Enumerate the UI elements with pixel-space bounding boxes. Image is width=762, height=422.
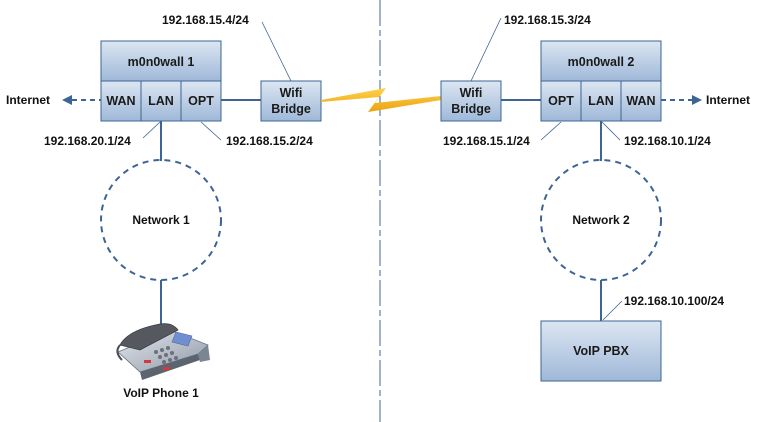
leader-wifi-bridge-2 xyxy=(470,17,502,82)
network-2-label: Network 2 xyxy=(572,213,630,227)
port-wan-1[interactable] xyxy=(100,80,142,122)
leader-lan-ip-2 xyxy=(601,121,621,141)
wifi-bridge-2-ip: 192.168.15.3/24 xyxy=(504,13,591,27)
network-1-cloud[interactable] xyxy=(100,159,222,281)
network-2-cloud[interactable] xyxy=(540,159,662,281)
firewall-1-name: m0n0wall 1 xyxy=(128,55,195,69)
firewall-m0n0wall-2[interactable]: m0n0wall 2 OPT LAN WAN xyxy=(540,40,662,122)
leader-opt-ip-2 xyxy=(540,121,562,141)
port-lan-2[interactable] xyxy=(580,80,622,122)
firewall-2-name: m0n0wall 2 xyxy=(568,55,635,69)
port-opt-1-label: OPT xyxy=(188,94,214,108)
opt-ip-2: 192.168.15.1/24 xyxy=(443,134,530,148)
port-wan-1-label: WAN xyxy=(106,94,135,108)
port-lan-2-label: LAN xyxy=(588,94,614,108)
network-1-label: Network 1 xyxy=(132,213,190,227)
pbx-ip: 192.168.10.100/24 xyxy=(624,294,724,308)
voip-phone-1-label: VoIP Phone 1 xyxy=(123,386,199,400)
port-lan-1-label: LAN xyxy=(148,94,174,108)
firewall-m0n0wall-1[interactable]: m0n0wall 1 WAN LAN OPT xyxy=(100,40,222,122)
opt-ip-1: 192.168.15.2/24 xyxy=(226,134,313,148)
leader-opt-ip-1 xyxy=(200,121,222,141)
leader-wifi-bridge-1 xyxy=(261,21,292,82)
wifi-bridge-2-line1: Wifi xyxy=(460,86,483,100)
port-opt-1[interactable] xyxy=(180,80,222,122)
internet-label-left: Internet xyxy=(6,93,50,107)
wifi-bridge-1-line1: Wifi xyxy=(280,86,303,100)
arrow-left-icon xyxy=(62,95,72,105)
wifi-bridge-1-ip: 192.168.15.4/24 xyxy=(162,13,249,27)
wifi-bridge-2-line2: Bridge xyxy=(451,102,491,116)
wireless-link-bolt xyxy=(321,88,441,112)
wifi-bridge-1-line2: Bridge xyxy=(271,102,311,116)
port-wan-2-label: WAN xyxy=(626,94,655,108)
leader-pbx-ip xyxy=(602,300,623,321)
internet-label-right: Internet xyxy=(706,93,750,107)
voip-pbx-label: VoIP PBX xyxy=(573,344,629,358)
lan-ip-1: 192.168.20.1/24 xyxy=(44,134,131,148)
voip-phone-icon[interactable] xyxy=(116,323,210,380)
arrow-right-icon xyxy=(692,95,702,105)
voip-pbx[interactable]: VoIP PBX xyxy=(540,320,662,382)
port-opt-2-label: OPT xyxy=(548,94,574,108)
wifi-bridge-1[interactable]: Wifi Bridge xyxy=(260,80,322,122)
lan-ip-2: 192.168.10.1/24 xyxy=(624,134,711,148)
port-wan-2[interactable] xyxy=(620,80,662,122)
leader-lan-ip-1 xyxy=(142,121,161,139)
wifi-bridge-2[interactable]: Wifi Bridge xyxy=(440,80,502,122)
